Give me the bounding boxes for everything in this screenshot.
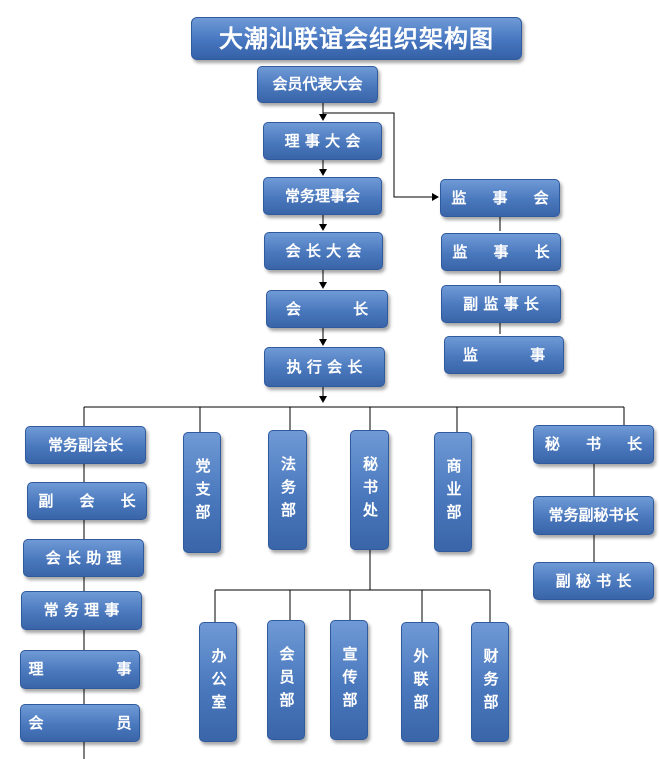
node-publicity-dept: 宣传部 — [330, 620, 368, 740]
node-standing-director: 常 务 理 事 — [21, 591, 142, 630]
node-deputy-secretary-general: 副 秘 书 长 — [533, 562, 654, 600]
node-executive-president: 执 行 会 长 — [264, 347, 385, 387]
node-secretary-general: 秘 书 长 — [533, 425, 654, 464]
node-exec-vice-president: 常务副会长 — [25, 426, 146, 464]
node-president-assembly: 会 长 大 会 — [264, 232, 383, 270]
chart-title: 大潮汕联谊会组织架构图 — [191, 17, 522, 60]
node-supervisory-board: 监 事 会 — [440, 179, 560, 217]
node-finance-dept: 财务部 — [471, 622, 509, 742]
node-standing-council: 常务理事会 — [263, 177, 382, 215]
node-director: 理 事 — [20, 650, 140, 689]
node-chief-supervisor: 监 事 长 — [441, 233, 561, 271]
node-membership-dept: 会员部 — [267, 620, 305, 740]
node-secretariat: 秘书处 — [350, 430, 389, 550]
node-party-branch: 党支部 — [183, 432, 221, 553]
node-members-congress: 会员代表大会 — [257, 66, 378, 103]
node-vice-president: 副 会 长 — [27, 482, 147, 520]
node-office: 办公室 — [199, 622, 237, 742]
node-president: 会 长 — [266, 290, 388, 328]
node-president-assistant: 会 长 助 理 — [23, 539, 144, 577]
node-exec-deputy-secretary-general: 常务副秘书长 — [533, 496, 654, 535]
node-business-dept: 商业部 — [434, 432, 472, 552]
node-member: 会 员 — [20, 704, 140, 742]
connector — [323, 112, 439, 201]
node-deputy-chief-supervisor: 副 监 事 长 — [441, 285, 561, 323]
node-supervisor: 监 事 — [444, 336, 564, 374]
node-liaison-dept: 外联部 — [401, 622, 439, 742]
node-council: 理 事 大 会 — [263, 122, 382, 160]
node-legal-dept: 法务部 — [268, 430, 307, 550]
